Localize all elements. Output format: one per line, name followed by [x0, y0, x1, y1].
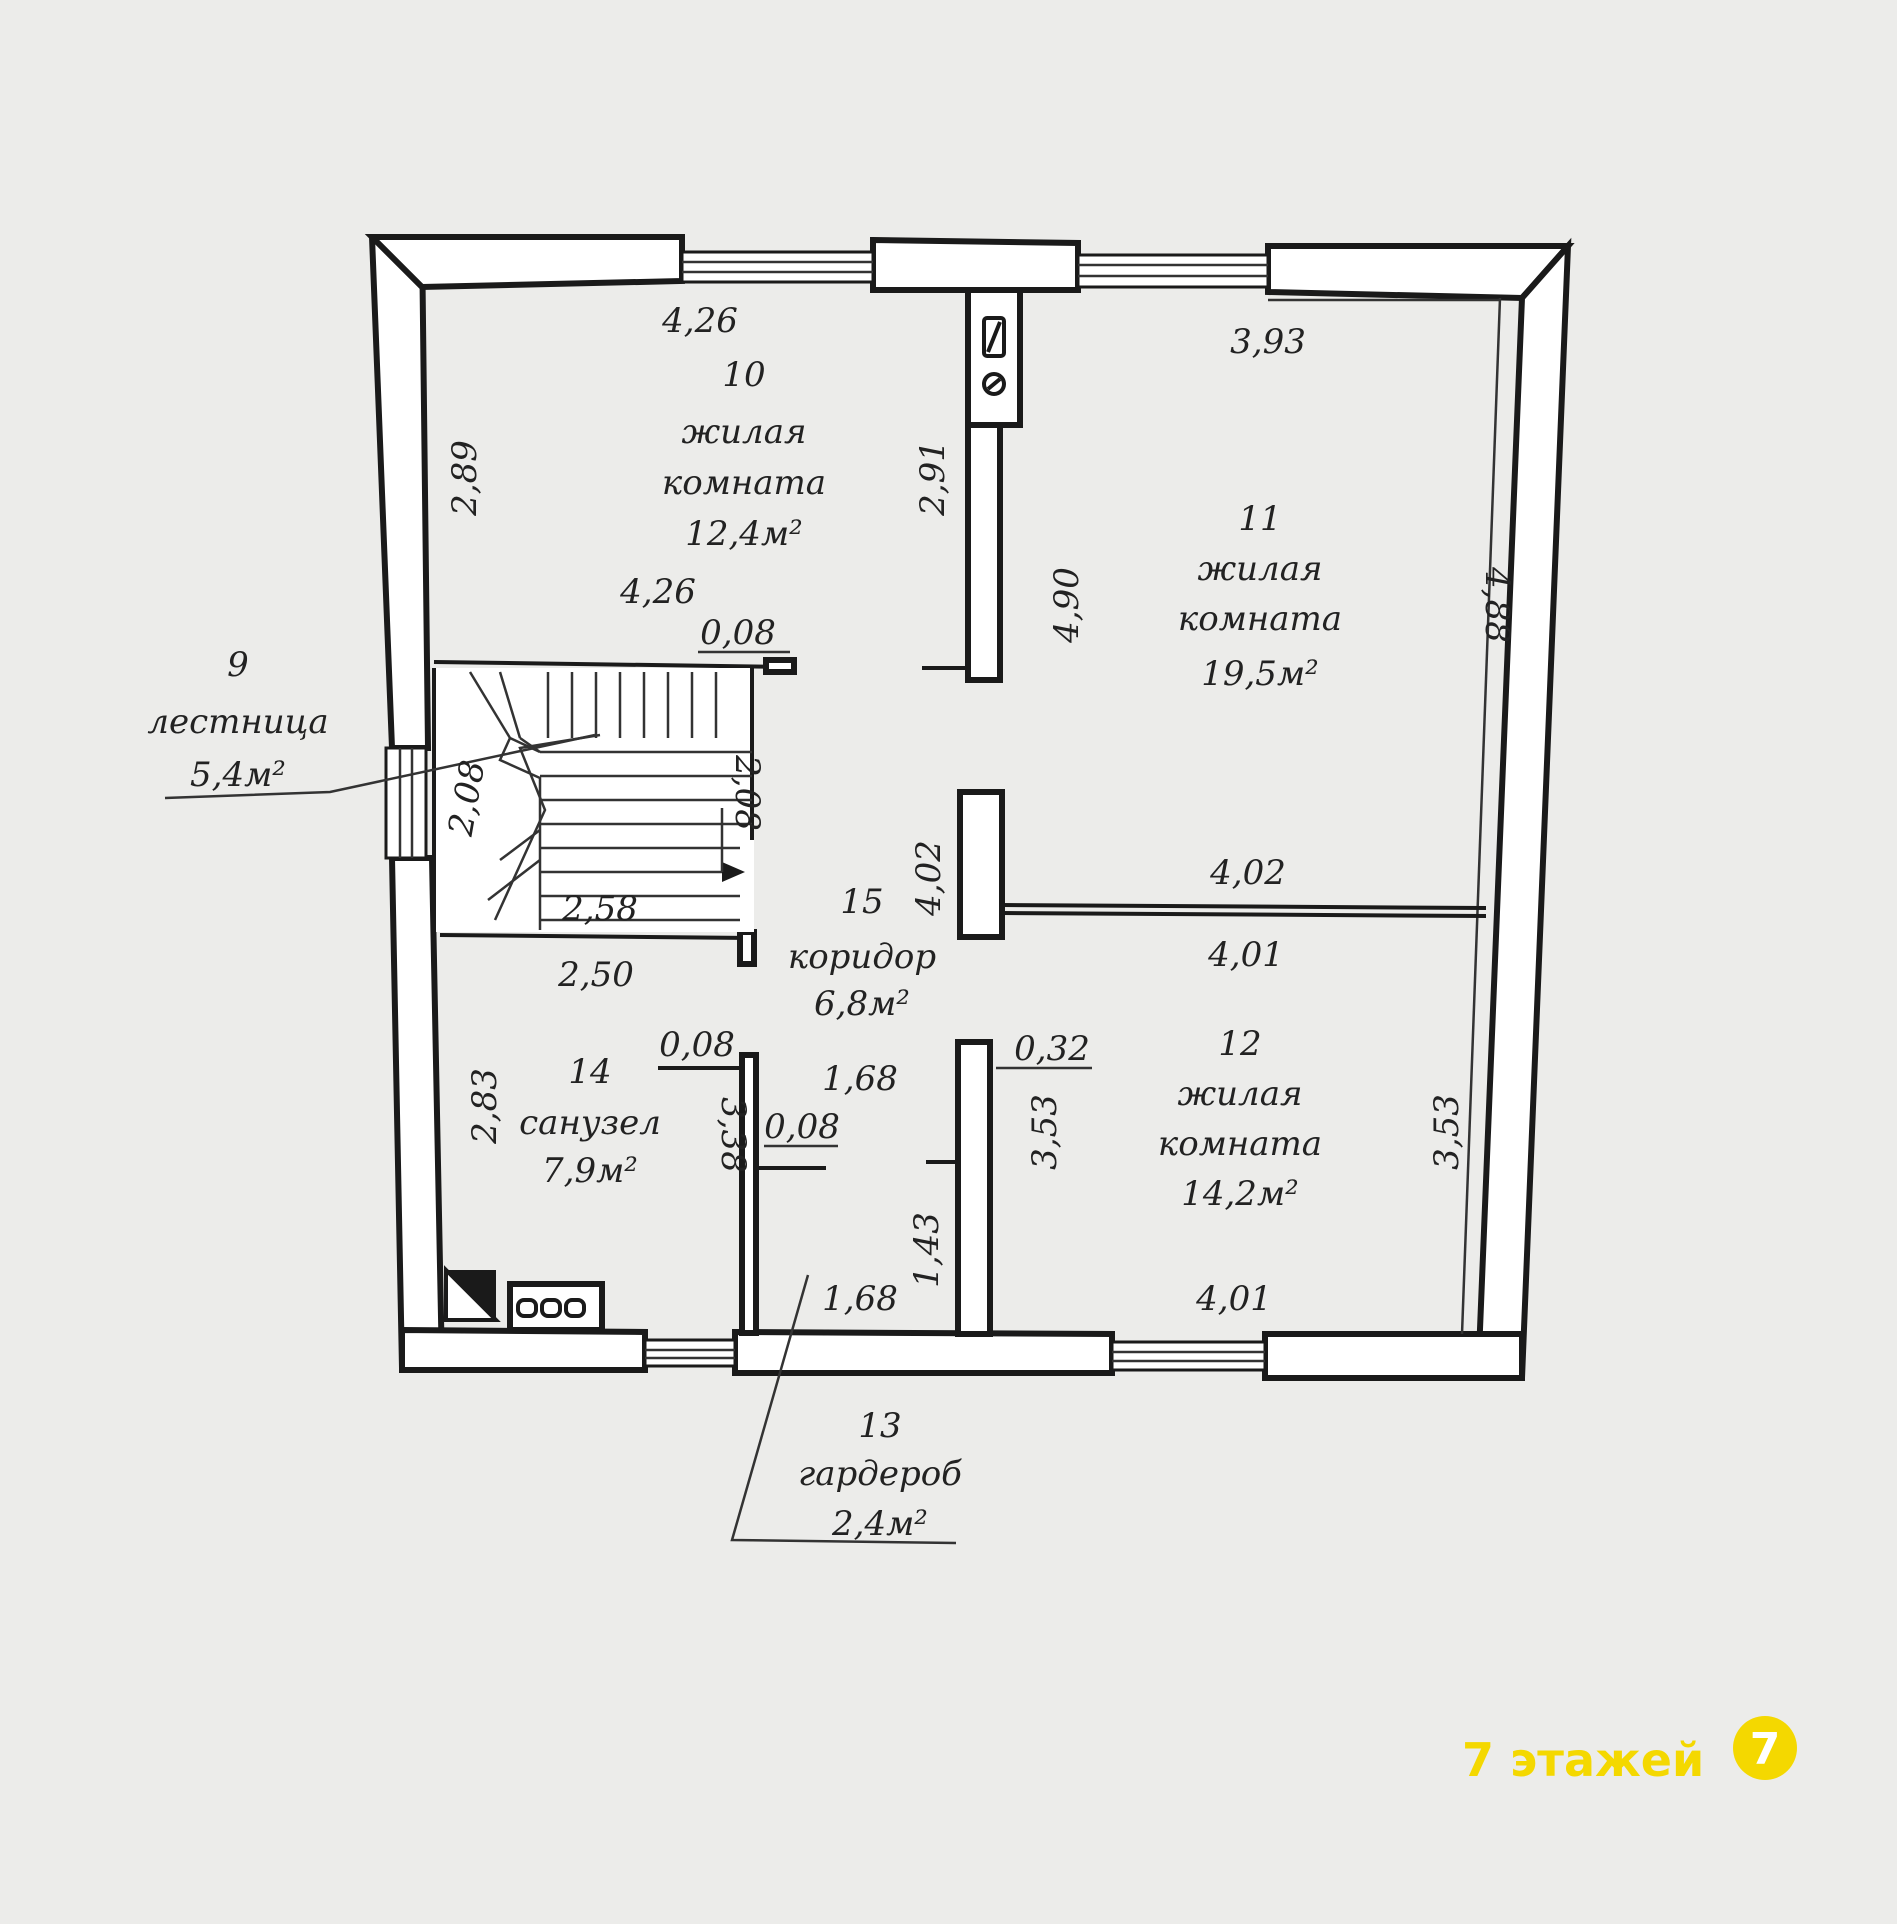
room-15-number: 15	[840, 882, 883, 922]
room-9-number: 9	[227, 645, 249, 685]
wall-10-stair	[433, 660, 793, 669]
wall-left-lower	[388, 855, 446, 1371]
wall-top-right	[1265, 243, 1575, 302]
room-12-area: 14,2м²	[1181, 1174, 1299, 1214]
interior-walls	[433, 287, 1487, 1337]
leader-stair	[164, 733, 596, 800]
dim-r14-left: 2,83	[465, 1068, 505, 1145]
dim-r10-right: 2,91	[913, 440, 953, 517]
dim-r12-right: 3,53	[1427, 1094, 1467, 1170]
room-11-number: 11	[1238, 499, 1281, 539]
wall-11-12-b	[1001, 911, 1487, 918]
room-13-label: 13 гардероб 2,4м²	[798, 1406, 962, 1544]
wall-bottom-right	[1262, 1331, 1525, 1381]
room-12-name-line2: комната	[1158, 1124, 1322, 1164]
wall-14-wardrobe	[739, 1052, 759, 1336]
room-12-name-line1: жилая	[1178, 1074, 1303, 1114]
room-14-name: санузел	[519, 1103, 661, 1143]
vent-shaft	[965, 287, 1023, 428]
wall-right	[1474, 237, 1572, 1381]
dim-r14-right: 3,38	[713, 1097, 753, 1173]
wall-10-11	[965, 422, 1003, 683]
dim-wardrobe-top: 1,68	[822, 1059, 898, 1099]
room-labels: 9 лестница 5,4м² 10 жилая комната 12,4м²…	[147, 355, 1342, 1544]
room-12-label: 12 жилая комната 14,2м²	[1158, 1024, 1322, 1214]
room-14-area: 7,9м²	[542, 1151, 638, 1191]
wall-stair-14	[439, 933, 753, 940]
room-13-number: 13	[858, 1406, 901, 1446]
dim-r11-top: 3,93	[1230, 322, 1306, 362]
wall-right-inner-line	[1460, 297, 1502, 1335]
wall-bottom-left	[399, 1326, 648, 1373]
dim-r12-nib: 0,32	[1014, 1029, 1090, 1069]
dim-wardrobe-bottom: 1,68	[822, 1279, 898, 1319]
room-11-name-line2: комната	[1178, 599, 1342, 639]
watermark-badge-text: 7	[1750, 1724, 1781, 1775]
room-11-name-line1: жилая	[1198, 549, 1323, 589]
wall-top-left	[364, 234, 685, 291]
dim-r10-bottom: 4,26	[619, 572, 696, 612]
room-15-label: 15 коридор 6,8м²	[788, 882, 936, 1024]
dim-corr-height: 4,02	[909, 840, 949, 917]
bath-fixtures	[444, 1265, 605, 1333]
window-bottom-2	[1110, 1340, 1267, 1372]
wall-11-12-a	[1001, 903, 1487, 910]
room-15-name: коридор	[788, 937, 936, 977]
room-10-label: 10 жилая комната 12,4м²	[662, 355, 826, 554]
staircase	[432, 668, 754, 932]
room-10-name-line1: жилая	[682, 412, 807, 452]
room-13-name: гардероб	[798, 1454, 962, 1494]
room-11-label: 11 жилая комната 19,5м²	[1178, 499, 1342, 694]
dim-r11-right: 4,88	[1477, 566, 1517, 643]
wall-top-middle	[870, 236, 1081, 293]
leader-wardrobe	[730, 1274, 957, 1545]
leader-lines	[164, 733, 957, 1545]
wall-corridor-11	[957, 789, 1005, 940]
window-top-1	[680, 250, 875, 284]
room-12-number: 12	[1218, 1024, 1261, 1064]
wall-bottom-middle	[732, 1328, 1115, 1376]
wall-left-upper	[368, 234, 432, 751]
wall-stair-14-end	[737, 929, 757, 967]
room-9-area: 5,4м²	[190, 755, 286, 795]
watermark-logo: 7 этажей 7	[1462, 1716, 1797, 1787]
room-13-area: 2,4м²	[831, 1504, 928, 1544]
room-14-number: 14	[568, 1052, 611, 1092]
dim-r12-top: 4,01	[1207, 935, 1284, 975]
wall-corridor-12	[955, 1039, 993, 1337]
room-9-name: лестница	[147, 702, 328, 742]
dim-r11-left: 4,90	[1047, 567, 1087, 644]
dim-r11-bottom: 4,02	[1209, 853, 1286, 893]
room-11-area: 19,5м²	[1201, 654, 1319, 694]
room-9-label: 9 лестница 5,4м²	[147, 645, 328, 795]
dim-r14-top: 2,50	[557, 955, 634, 995]
dim-r10-left: 2,89	[445, 440, 485, 517]
watermark-text: 7 этажей	[1462, 1733, 1704, 1787]
dim-stair-width: 2,58	[561, 889, 638, 929]
room-15-area: 6,8м²	[814, 984, 910, 1024]
room-10-number: 10	[722, 355, 765, 395]
window-bottom-1	[643, 1338, 737, 1368]
room-14-label: 14 санузел 7,9м²	[519, 1052, 661, 1191]
dim-r12-left: 3,53	[1025, 1094, 1065, 1170]
wall-10-stair-end	[763, 657, 797, 675]
dim-corr-nib-top: 0,08	[700, 613, 776, 653]
dim-r12-bottom: 4,01	[1195, 1279, 1272, 1319]
dimension-labels: 4,26 4,26 2,89 2,91 0,08 3,93 4,90 4,88 …	[441, 301, 1517, 1319]
windows	[384, 250, 1270, 1372]
dim-wardrobe-nib: 0,08	[764, 1107, 840, 1147]
room-10-name-line2: комната	[662, 463, 826, 503]
dim-r10-top: 4,26	[661, 301, 738, 341]
dim-r14-nib: 0,08	[659, 1025, 735, 1065]
dim-wardrobe-right: 1,43	[907, 1212, 947, 1288]
room-10-area: 12,4м²	[685, 514, 803, 554]
dim-stair-right: 2,08	[727, 754, 767, 831]
window-left-stair	[384, 746, 428, 860]
watermark-badge-circle	[1733, 1716, 1797, 1780]
window-top-2	[1076, 253, 1270, 289]
